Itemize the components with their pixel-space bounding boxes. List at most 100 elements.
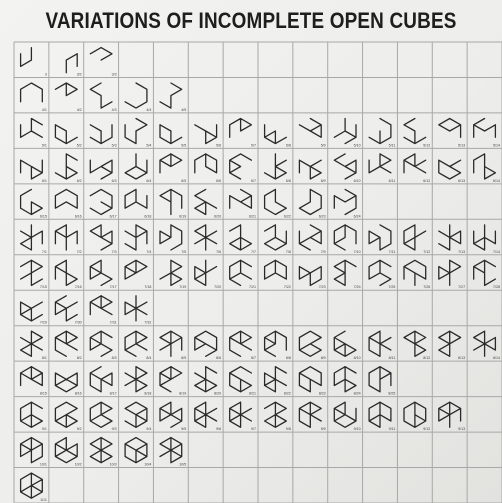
- cube-label: 4/5: [181, 108, 186, 112]
- cube-variation: 9/4: [125, 402, 151, 431]
- cube-edges: [195, 260, 217, 285]
- cube-edges: [21, 189, 43, 214]
- cube-variation: 5/1: [21, 119, 47, 148]
- cube-label: 8/24: [354, 392, 361, 396]
- cube-variation: 6/22: [265, 189, 291, 218]
- cube-edges: [439, 119, 461, 138]
- cube-label: 7/16: [75, 285, 82, 289]
- cube-label: 7/22: [284, 285, 291, 289]
- cube-label: 7/23: [319, 285, 326, 289]
- cube-edges: [160, 83, 182, 108]
- cube-variation: 10/1: [21, 438, 47, 467]
- cube-edges: [195, 367, 217, 392]
- cube-edges: [404, 225, 426, 250]
- cube-variation: 6/1: [21, 160, 47, 183]
- cube-label: 8/21: [249, 392, 256, 396]
- cube-label: 7/3: [112, 250, 117, 254]
- cube-label: 6/10: [354, 179, 361, 183]
- cube-label: 8/19: [179, 392, 186, 396]
- cube-variation: 7/3: [90, 225, 116, 254]
- cube-variation: 9/1: [21, 402, 47, 431]
- cube-edges: [369, 225, 391, 250]
- cube-variation: 6/2: [55, 154, 81, 183]
- cube-variation: 7/12: [404, 225, 430, 254]
- cube-label: 5/6: [216, 143, 221, 147]
- cube-label: 6/11: [389, 179, 396, 183]
- cube-label: 10/1: [40, 463, 47, 467]
- cube-edges: [404, 154, 426, 173]
- cube-edges: [369, 402, 391, 427]
- cube-label: 7/27: [458, 285, 465, 289]
- cube-variation: 7/32: [125, 296, 151, 325]
- cube-edges: [90, 438, 112, 463]
- cube-edges: [21, 402, 43, 427]
- cube-label: 5/2: [77, 143, 82, 147]
- cube-edges: [265, 225, 287, 250]
- cube-variation: 5/11: [369, 119, 395, 148]
- cube-edges: [334, 189, 356, 214]
- cube-variation: 7/6: [195, 225, 221, 254]
- cube-label: 6/24: [354, 214, 361, 218]
- cube-edges: [125, 296, 147, 321]
- cube-label: 9/7: [251, 427, 256, 431]
- cube-edges: [230, 189, 252, 208]
- cube-variation: 7/20: [195, 260, 221, 289]
- cube-variation: 10/5: [160, 438, 186, 467]
- cube-edges: [265, 331, 287, 356]
- cube-edges: [21, 367, 43, 386]
- cube-variation: 7/29: [21, 302, 47, 325]
- cube-edges: [265, 367, 287, 392]
- cube-label: 8/22: [284, 392, 291, 396]
- cube-variation: 5/7: [230, 119, 256, 148]
- cube-variation: 5/3: [90, 125, 116, 148]
- cube-label: 4/4: [146, 108, 151, 112]
- cube-edges: [195, 125, 217, 144]
- cube-variation: 7/23: [299, 267, 325, 290]
- cube-edges: [439, 402, 461, 427]
- cube-edges: [265, 154, 287, 179]
- cube-edges: [474, 154, 496, 179]
- cube-label: 5/10: [354, 143, 361, 147]
- cube-variation: 10/2: [55, 438, 81, 467]
- cube-variation: 9/7: [230, 402, 256, 431]
- cube-edges: [90, 125, 112, 144]
- cube-variation: 8/12: [404, 331, 430, 360]
- cube-edges: [369, 367, 391, 392]
- cube-label: 10/3: [110, 463, 117, 467]
- cube-edges: [334, 154, 356, 179]
- cube-edges: [160, 125, 182, 144]
- cube-label: 8/4: [146, 356, 151, 360]
- cube-label: 3/3: [112, 73, 117, 77]
- cube-variation: 6/20: [195, 189, 221, 218]
- cube-edges: [474, 260, 496, 285]
- cube-variation: 7/25: [369, 260, 395, 289]
- cube-edges: [90, 160, 112, 179]
- cube-label: 9/10: [354, 427, 361, 431]
- cube-label: 8/2: [77, 356, 82, 360]
- cube-edges: [160, 402, 182, 427]
- cube-edges: [125, 154, 147, 179]
- cube-variation: 8/24: [334, 367, 360, 396]
- cube-variation: 6/12: [404, 154, 430, 183]
- cube-variation: 7/24: [334, 260, 360, 289]
- cube-variation: 6/7: [230, 154, 256, 183]
- cube-edges: [160, 438, 182, 463]
- cube-edges: [21, 48, 32, 67]
- cube-edges: [21, 331, 43, 356]
- cube-variation: 7/26: [404, 260, 430, 289]
- cube-edges: [21, 160, 43, 179]
- cube-edges: [55, 373, 77, 392]
- cube-label: 6/16: [75, 214, 82, 218]
- cube-edges: [90, 260, 112, 285]
- cube-variation: 6/16: [55, 189, 81, 218]
- cube-edges: [90, 402, 112, 427]
- cube-variation: 8/6: [195, 331, 221, 360]
- cube-edges: [125, 331, 147, 356]
- cube-label: 9/1: [42, 427, 47, 431]
- cube-edges: [299, 367, 321, 392]
- cube-label: 8/11: [389, 356, 396, 360]
- cube-label: 7/32: [144, 321, 151, 325]
- cube-edges: [195, 154, 217, 173]
- cube-edges: [21, 302, 43, 321]
